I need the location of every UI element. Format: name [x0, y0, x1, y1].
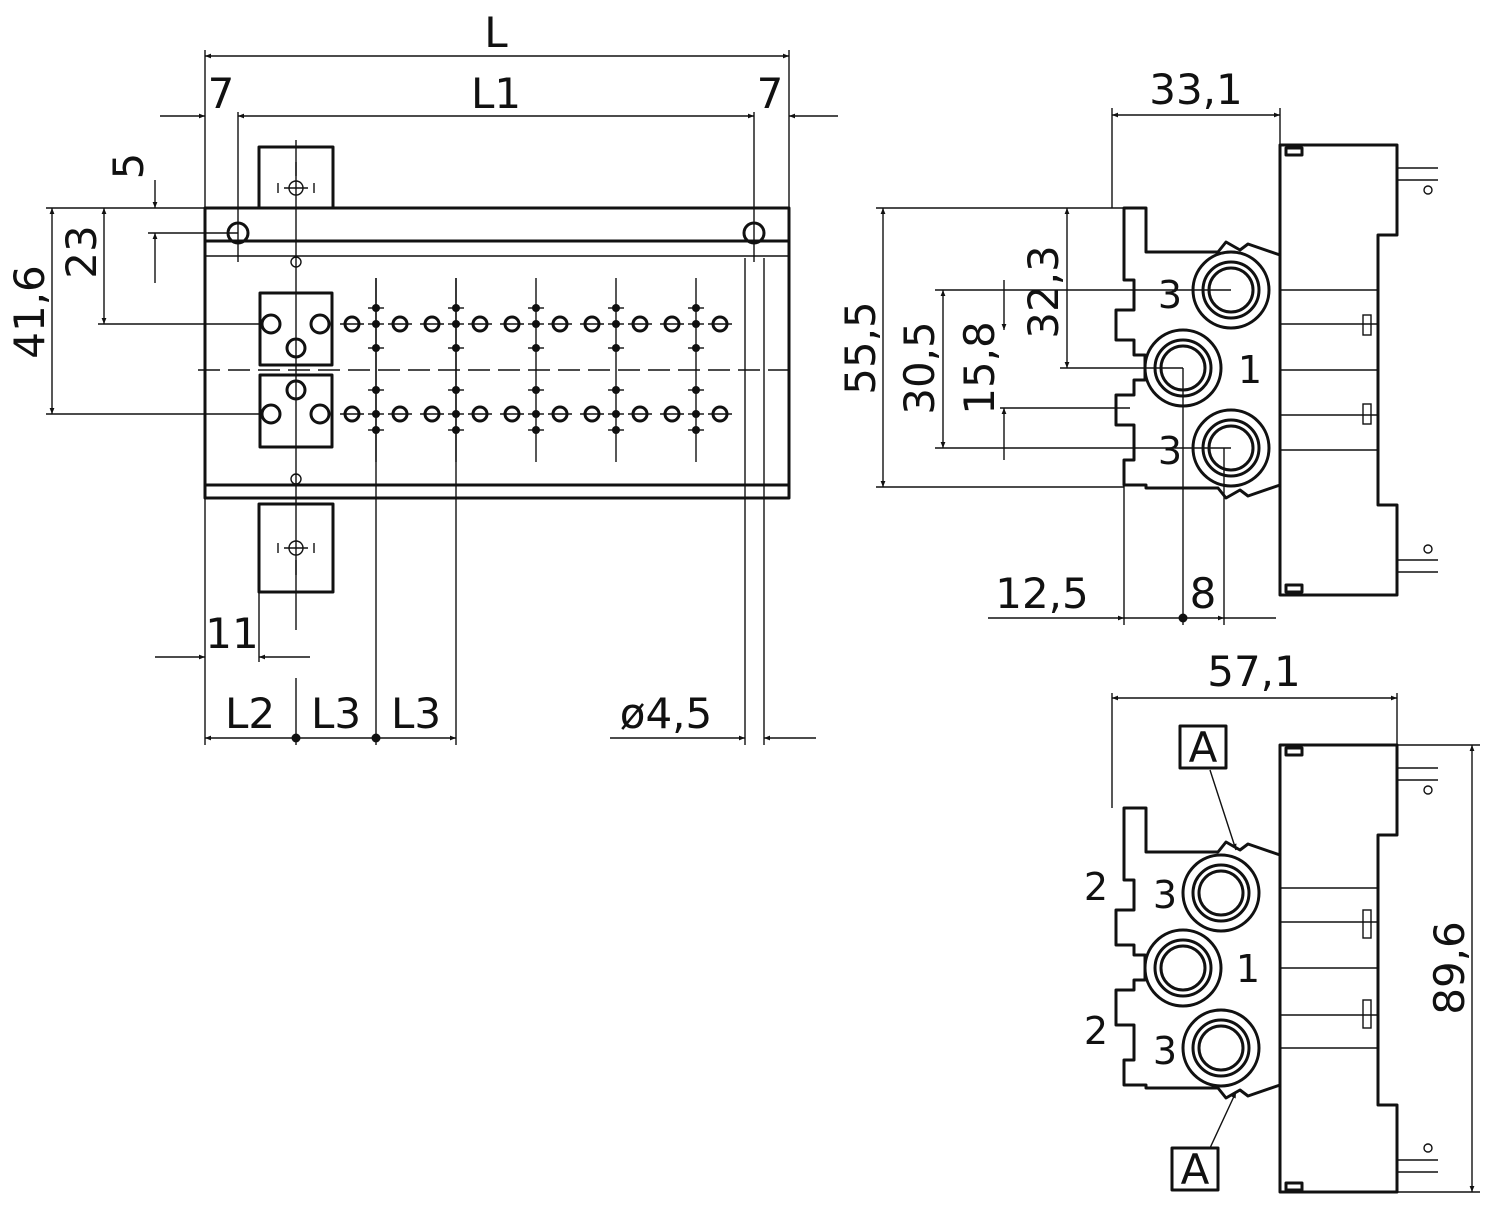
dim-L1: L1: [471, 69, 521, 118]
dim-7-left: 7: [208, 69, 235, 118]
dim-41-6: 41,6: [5, 265, 54, 359]
port-label-3-top: 3: [1153, 873, 1177, 917]
dim-23: 23: [57, 225, 106, 278]
dim-diameter-4-5: ø4,5: [620, 689, 713, 738]
dim-7-right: 7: [757, 69, 784, 118]
dim-12-5: 12,5: [995, 569, 1089, 618]
dim-5: 5: [104, 153, 153, 180]
detail-marker-bottom: A: [1181, 1145, 1210, 1194]
detail-marker-top-box: [1178, 724, 1228, 770]
dim-11: 11: [205, 609, 258, 658]
port-label-3-bottom: 3: [1158, 429, 1182, 473]
dim-L3-first: L3: [311, 689, 361, 738]
dim-8: 8: [1190, 569, 1217, 618]
dim-55-5: 55,5: [836, 301, 885, 395]
port-label-2-bottom: 2: [1084, 1009, 1108, 1053]
dim-57-1: 57,1: [1207, 647, 1301, 696]
dim-15-8: 15,8: [955, 321, 1004, 415]
dim-33-1: 33,1: [1149, 65, 1243, 114]
port-label-3-top: 3: [1158, 273, 1182, 317]
dim-32-3: 32,3: [1019, 245, 1068, 339]
rail-outline: [203, 206, 791, 500]
dim-L: L: [484, 8, 508, 57]
bottom-ports: [1143, 853, 1261, 1088]
valve-hole-pattern: [340, 278, 732, 462]
side-view-connectors: 57,1 89,6 A A 2 3 1 2 3: [1084, 647, 1480, 1194]
detail-marker-bottom-box: [1170, 1146, 1220, 1192]
valve-body-bottom: [1114, 806, 1282, 1100]
dim-L3-second: L3: [391, 689, 441, 738]
side-view: 33,1 55,5 30,5 15,8 32,3 12,5 8 3 1 3: [836, 65, 1438, 625]
port-label-3-bottom: 3: [1153, 1029, 1177, 1073]
dim-89-6: 89,6: [1425, 921, 1474, 1015]
front-view: L L1 7 7 5 23 41,6 11 L2 L3 L3 ø4,5: [5, 8, 838, 745]
port-label-2-top: 2: [1084, 865, 1108, 909]
valve-body-side: [1114, 206, 1282, 500]
detail-marker-top: A: [1189, 723, 1218, 772]
port-label-1: 1: [1238, 348, 1262, 392]
port-label-1: 1: [1236, 947, 1260, 991]
dim-L2: L2: [225, 689, 275, 738]
dim-30-5: 30,5: [895, 321, 944, 415]
